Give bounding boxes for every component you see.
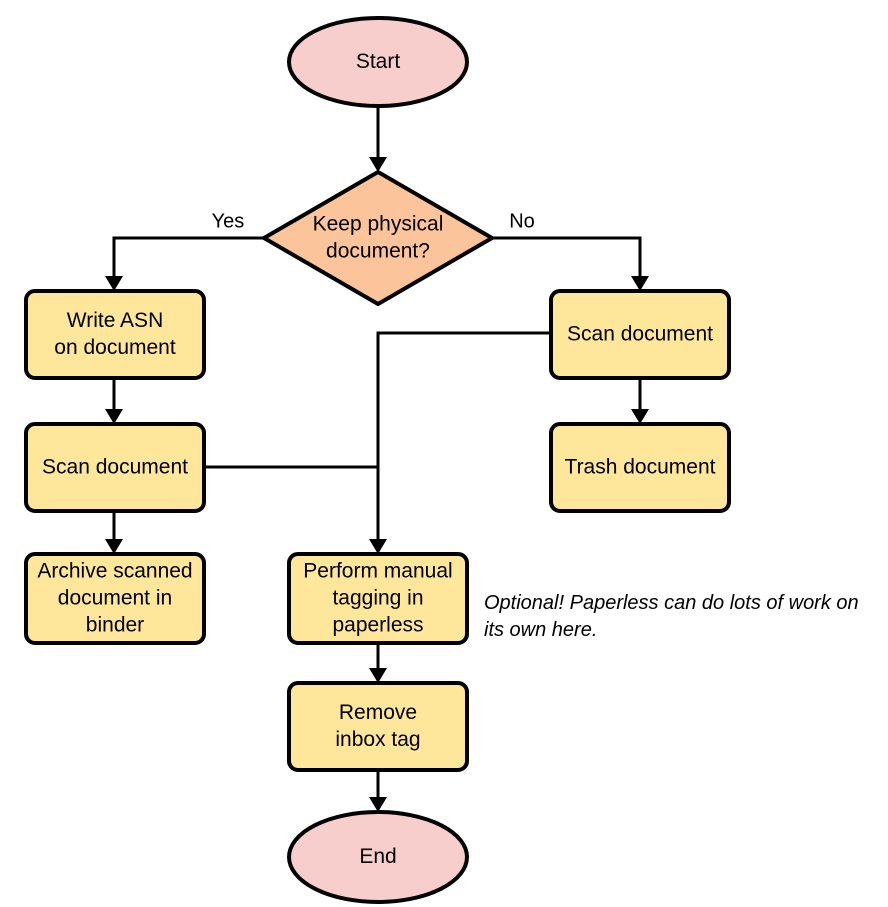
node-label: End	[359, 845, 396, 868]
node-label: Start	[356, 50, 401, 73]
node-label: Remove inbox tag	[335, 701, 420, 751]
process-shape	[24, 552, 206, 645]
node-scan-document-left[interactable]: Scan document	[24, 422, 206, 513]
node-write-asn-on-document[interactable]: Write ASN on document	[24, 289, 206, 380]
node-label: Archive scanned document in binder	[37, 559, 192, 636]
edge-scan-document-right-to-manual-tagging	[369, 331, 551, 554]
edges-layer: Yes No	[105, 106, 649, 812]
decision-shape	[262, 170, 494, 306]
edge-manual-tagging-to-remove-inbox-tag	[369, 643, 387, 683]
edge-write-asn-to-scan-document-left	[105, 378, 123, 424]
node-keep-physical-document[interactable]: Keep physical document?	[262, 170, 494, 306]
node-label-line: document in	[58, 586, 172, 609]
node-label-line: End	[359, 845, 396, 868]
node-label-line: Start	[356, 50, 401, 73]
node-label-line: Keep physical	[313, 212, 444, 235]
edge-line	[492, 236, 642, 285]
edge-arrowhead	[105, 409, 123, 424]
node-label-line: Perform manual	[303, 559, 452, 582]
edge-label-decision-no-to-scan-document-right: No	[509, 210, 535, 232]
node-label-line: Scan document	[567, 322, 713, 345]
node-start[interactable]: Start	[287, 16, 469, 108]
edge-line	[376, 331, 551, 548]
edge-label-decision-yes-to-write-asn: Yes	[212, 210, 245, 232]
node-label: Perform manual tagging in paperless	[303, 559, 452, 636]
process-shape	[24, 422, 206, 513]
node-archive-scanned-document-in-binder[interactable]: Archive scanned document in binder	[24, 552, 206, 645]
node-remove-inbox-tag[interactable]: Remove inbox tag	[287, 681, 469, 772]
edge-arrowhead	[631, 276, 649, 291]
node-label: Keep physical document?	[313, 212, 444, 262]
process-shape	[287, 681, 469, 772]
edge-remove-inbox-tag-to-end	[369, 770, 387, 812]
node-label-line: Write ASN	[67, 309, 163, 332]
annotations-layer: Optional! Paperless can do lots of work …	[484, 592, 859, 641]
node-label-line: Archive scanned	[37, 559, 192, 582]
process-shape	[24, 289, 206, 380]
node-label-line: Trash document	[565, 455, 716, 478]
edge-scan-document-right-to-trash	[631, 378, 649, 424]
node-label-line: paperless	[332, 613, 423, 636]
annotation-line: Optional! Paperless can do lots of work …	[484, 592, 859, 614]
annotation-optional-note: Optional! Paperless can do lots of work …	[484, 592, 859, 641]
annotation-line: its own here.	[484, 619, 597, 641]
node-end[interactable]: End	[287, 810, 469, 904]
process-shape	[549, 289, 731, 380]
edge-arrowhead	[631, 409, 649, 424]
node-label: Trash document	[565, 455, 716, 478]
edge-arrowhead	[369, 668, 387, 683]
node-label-line: Remove	[339, 701, 417, 724]
node-label-line: Scan document	[42, 455, 188, 478]
edge-decision-yes-to-write-asn: Yes	[105, 210, 264, 291]
node-scan-document-right[interactable]: Scan document	[549, 289, 731, 380]
edge-arrowhead	[369, 539, 387, 554]
edge-arrowhead	[369, 157, 387, 172]
node-label-line: binder	[86, 613, 144, 636]
node-label: Scan document	[42, 455, 188, 478]
node-perform-manual-tagging-in-paperless[interactable]: Perform manual tagging in paperless	[287, 552, 469, 645]
node-label-line: tagging in	[332, 586, 423, 609]
edge-line	[112, 236, 264, 285]
process-shape	[287, 552, 469, 645]
terminator-shape	[287, 16, 469, 108]
process-shape	[549, 422, 731, 513]
node-label-line: on document	[54, 336, 176, 359]
node-trash-document[interactable]: Trash document	[549, 422, 731, 513]
node-label-line: inbox tag	[335, 728, 420, 751]
edge-arrowhead	[105, 539, 123, 554]
terminator-shape	[287, 810, 469, 904]
edge-arrowhead	[369, 797, 387, 812]
edge-decision-no-to-scan-document-right: No	[492, 210, 649, 291]
node-label: Scan document	[567, 322, 713, 345]
node-label: Write ASN on document	[54, 309, 176, 359]
node-label-line: document?	[326, 239, 430, 262]
edge-scan-document-left-to-archive	[105, 511, 123, 554]
edge-arrowhead	[105, 276, 123, 291]
edge-start-to-decision	[369, 106, 387, 172]
